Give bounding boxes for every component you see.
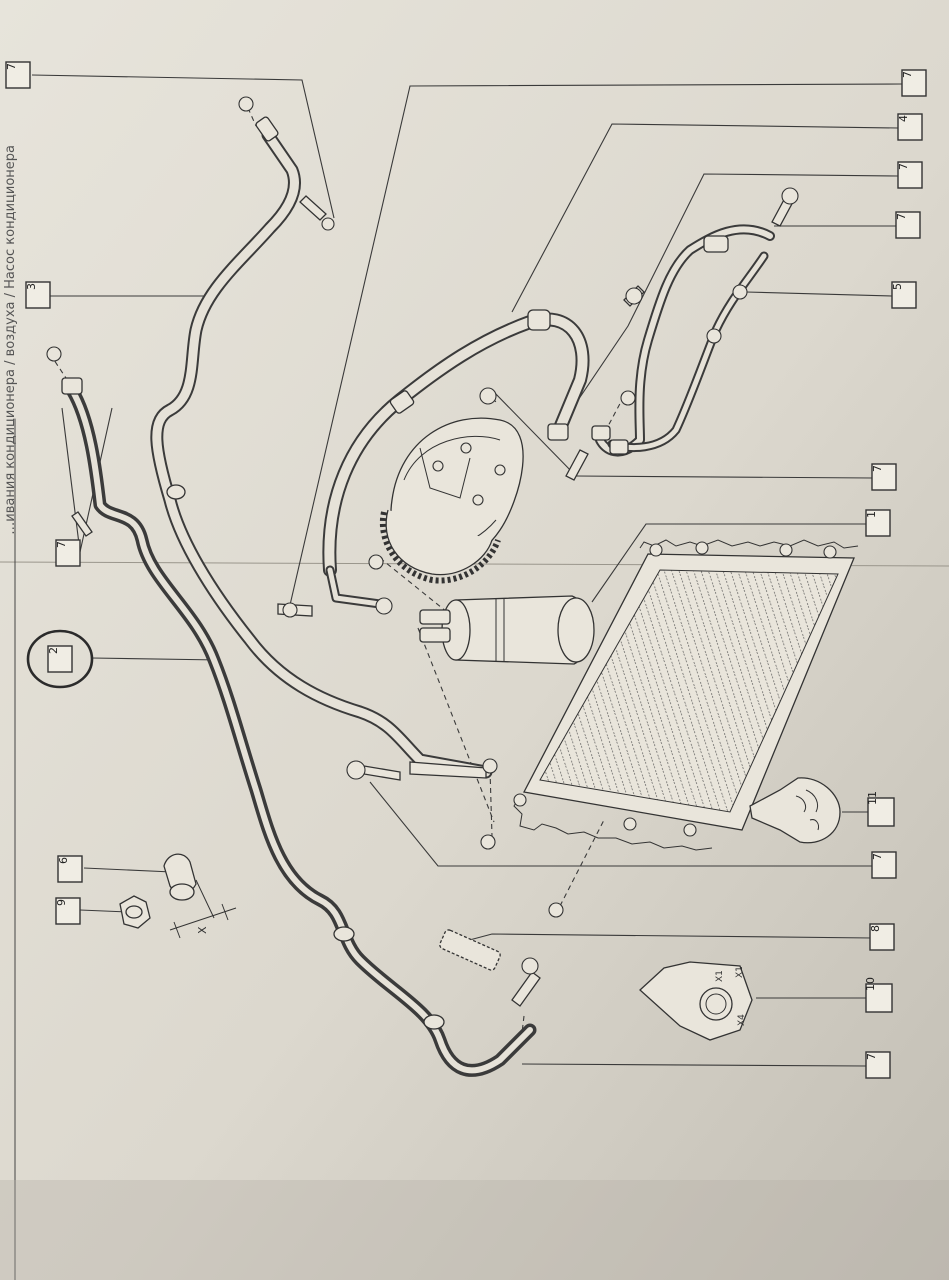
callout-7-top-left: 7 bbox=[5, 61, 31, 89]
svg-text:7: 7 bbox=[5, 63, 18, 70]
callout-7-top-right: 7 bbox=[901, 69, 927, 97]
svg-text:3: 3 bbox=[25, 283, 38, 290]
sheet-title: …ивания кондиционера / воздуха / Насос к… bbox=[3, 145, 18, 535]
svg-text:9: 9 bbox=[55, 899, 68, 906]
inset-mark-x3: X4 bbox=[737, 1014, 747, 1026]
callout-6: 6 bbox=[57, 855, 83, 883]
svg-text:7: 7 bbox=[55, 541, 68, 548]
svg-text:7: 7 bbox=[895, 213, 908, 220]
inset-mark-x2: X1 bbox=[715, 970, 725, 982]
callout-2: 2 bbox=[47, 645, 73, 673]
svg-text:7: 7 bbox=[897, 163, 910, 170]
bolt-7-lower bbox=[346, 760, 496, 850]
pipe-5 bbox=[565, 187, 799, 481]
callout-7-r1: 7 bbox=[897, 161, 923, 189]
svg-text:7: 7 bbox=[865, 1053, 878, 1060]
pipe-2 bbox=[46, 346, 541, 1077]
svg-text:7: 7 bbox=[871, 465, 884, 472]
condenser bbox=[513, 539, 859, 851]
svg-text:2: 2 bbox=[47, 647, 60, 654]
svg-text:4: 4 bbox=[897, 115, 910, 122]
callout-9: 9 bbox=[55, 897, 81, 925]
svg-text:7: 7 bbox=[871, 853, 884, 860]
inset-mark-x1: X1 bbox=[735, 966, 745, 978]
part-6-clip: X bbox=[163, 853, 237, 939]
photo-shadow bbox=[0, 1180, 949, 1280]
svg-text:7: 7 bbox=[901, 71, 914, 78]
part-11-bracket bbox=[749, 777, 841, 844]
pipe-4 bbox=[277, 309, 590, 618]
callout-7-r2: 7 bbox=[895, 211, 921, 239]
callout-10: 10 bbox=[864, 977, 893, 1013]
callout-8: 8 bbox=[869, 923, 895, 951]
callout-11: 11 bbox=[866, 791, 895, 827]
dimension-label-x: X bbox=[196, 926, 209, 934]
svg-text:5: 5 bbox=[891, 283, 904, 290]
part-9-grommet bbox=[119, 895, 151, 929]
receiver-dryer bbox=[368, 554, 595, 665]
callout-7-left: 7 bbox=[55, 539, 81, 567]
svg-text:6: 6 bbox=[57, 857, 70, 864]
pipe-3 bbox=[150, 96, 498, 779]
highlight-circle-2 bbox=[26, 629, 94, 689]
callout-7-r3: 7 bbox=[871, 463, 897, 491]
callout-4: 4 bbox=[897, 113, 923, 141]
callout-7-r4: 7 bbox=[871, 851, 897, 879]
part-8-valve bbox=[439, 902, 564, 971]
callout-7-r5: 7 bbox=[865, 1051, 891, 1079]
part-10-plate: X1 X1 X4 bbox=[639, 961, 753, 1041]
callout-1: 1 bbox=[865, 509, 891, 537]
callout-3: 3 bbox=[25, 281, 51, 309]
callout-5: 5 bbox=[891, 281, 917, 309]
svg-text:8: 8 bbox=[869, 925, 882, 932]
compressor bbox=[379, 387, 524, 584]
svg-text:10: 10 bbox=[864, 977, 877, 991]
svg-text:11: 11 bbox=[866, 791, 879, 805]
leader-lines bbox=[31, 74, 903, 1067]
svg-text:1: 1 bbox=[865, 511, 878, 518]
